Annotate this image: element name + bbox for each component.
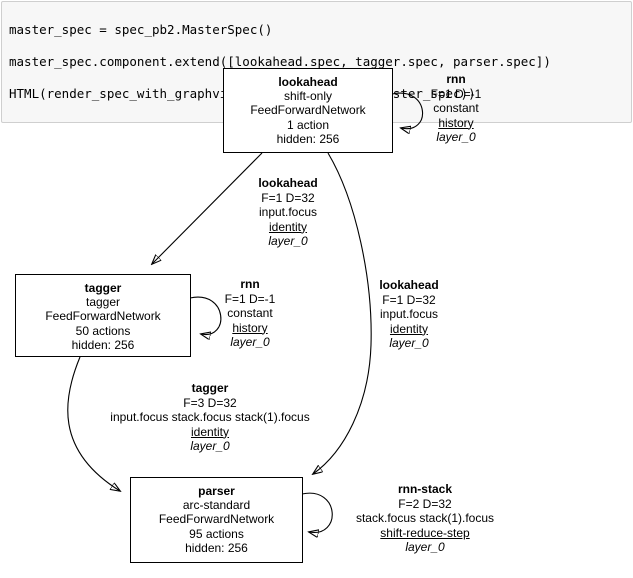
node-lookahead-title: lookahead bbox=[278, 75, 338, 89]
edge-label-title: tagger bbox=[191, 381, 229, 395]
edge-label-features: stack.focus stack(1).focus bbox=[355, 511, 495, 525]
edge-label-layer: layer_0 bbox=[389, 336, 429, 350]
edge-label-layer: layer_0 bbox=[230, 335, 270, 349]
code-line-1: master_spec = spec_pb2.MasterSpec() bbox=[9, 22, 273, 37]
edge-label-title: lookahead bbox=[379, 278, 439, 292]
node-lookahead-actions: 1 action bbox=[286, 117, 330, 132]
edge-label-lookahead-to-tagger: lookahead F=1 D=32 input.focus identity … bbox=[258, 176, 317, 249]
node-tagger-actions: 50 actions bbox=[75, 323, 131, 338]
edge-label-title: rnn-stack bbox=[397, 482, 453, 496]
edge-lookahead-to-tagger bbox=[152, 152, 263, 264]
node-lookahead-transition: shift-only bbox=[283, 89, 333, 104]
edge-label-title: rnn bbox=[240, 277, 260, 291]
node-parser-hidden: hidden: 256 bbox=[185, 540, 248, 555]
edge-label-source: history bbox=[232, 320, 268, 335]
node-parser-network: FeedForwardNetwork bbox=[158, 512, 275, 527]
node-tagger-network: FeedForwardNetwork bbox=[45, 309, 161, 324]
edge-label-source: shift-reduce-step bbox=[380, 525, 470, 540]
edge-label-detail: F=1 D=32 bbox=[261, 190, 315, 205]
node-lookahead: lookahead shift-only FeedForwardNetwork … bbox=[223, 68, 393, 153]
edge-label-features: constant bbox=[433, 101, 479, 115]
edge-label-source: history bbox=[438, 115, 474, 130]
edge-label-detail: F=1 D=-1 bbox=[430, 86, 482, 101]
node-tagger: tagger tagger FeedForwardNetwork 50 acti… bbox=[15, 274, 191, 357]
node-parser-transition: arc-standard bbox=[182, 498, 251, 513]
edge-label-source: identity bbox=[190, 424, 230, 439]
edge-label-rnn-lookahead: rnn F=1 D=-1 constant history layer_0 bbox=[431, 72, 482, 145]
edge-label-rnn-stack-parser: rnn-stack F=2 D=32 stack.focus stack(1).… bbox=[356, 482, 494, 555]
edge-label-lookahead-to-parser: lookahead F=1 D=32 input.focus identity … bbox=[379, 278, 438, 351]
edge-label-layer: layer_0 bbox=[436, 130, 476, 144]
edge-label-rnn-tagger: rnn F=1 D=-1 constant history layer_0 bbox=[225, 277, 276, 350]
edge-label-source: identity bbox=[389, 321, 429, 336]
edge-label-layer: layer_0 bbox=[405, 540, 445, 554]
edge-label-detail: F=2 D=32 bbox=[398, 496, 452, 511]
edge-label-detail: F=1 D=-1 bbox=[224, 291, 276, 306]
node-tagger-transition: tagger bbox=[85, 295, 121, 310]
edge-label-features: input.focus bbox=[258, 205, 318, 219]
node-tagger-title: tagger bbox=[84, 281, 122, 295]
edge-label-features: input.focus bbox=[379, 307, 439, 321]
edge-label-features: input.focus stack.focus stack(1).focus bbox=[110, 410, 310, 424]
edge-tagger-self-loop bbox=[189, 296, 222, 334]
edge-label-layer: layer_0 bbox=[190, 439, 230, 453]
edge-label-tagger-to-parser: tagger F=3 D=32 input.focus stack.focus … bbox=[110, 381, 309, 454]
edge-label-source: identity bbox=[268, 219, 308, 234]
edge-parser-self-loop bbox=[301, 492, 333, 532]
edge-label-detail: F=1 D=32 bbox=[382, 292, 436, 307]
edge-label-title: lookahead bbox=[258, 176, 318, 190]
edge-label-features: constant bbox=[227, 306, 273, 320]
edge-label-title: rnn bbox=[446, 72, 466, 86]
node-parser-actions: 95 actions bbox=[189, 526, 244, 541]
node-lookahead-hidden: hidden: 256 bbox=[276, 131, 340, 146]
code-line-2: master_spec.component.extend([lookahead.… bbox=[9, 54, 551, 69]
node-parser: parser arc-standard FeedForwardNetwork 9… bbox=[130, 477, 303, 563]
edge-label-detail: F=3 D=32 bbox=[183, 395, 237, 410]
node-tagger-hidden: hidden: 256 bbox=[71, 337, 135, 352]
node-lookahead-network: FeedForwardNetwork bbox=[250, 103, 366, 118]
node-parser-title: parser bbox=[198, 484, 235, 498]
edge-label-layer: layer_0 bbox=[268, 234, 308, 248]
edge-lookahead-to-parser bbox=[313, 152, 372, 474]
